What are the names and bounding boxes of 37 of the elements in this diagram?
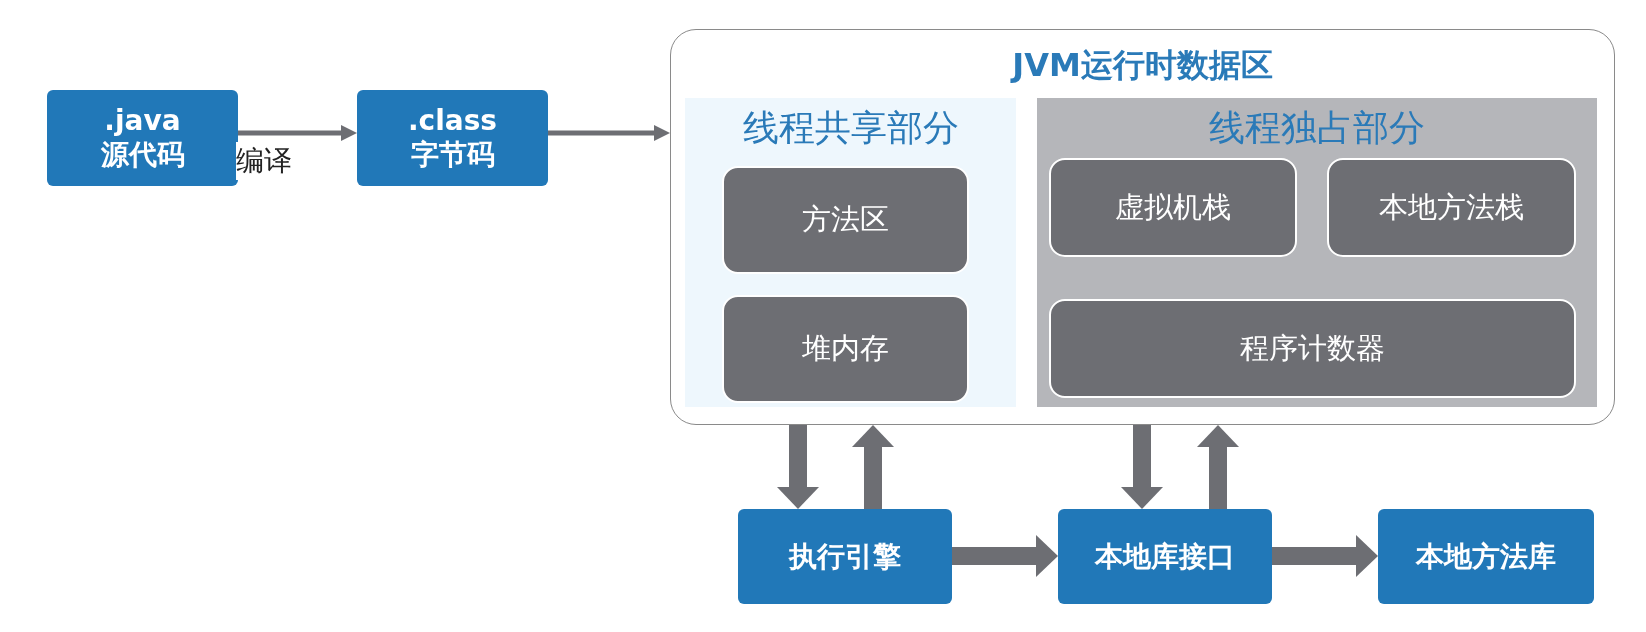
box-label: 堆内存 (802, 330, 889, 367)
box-label: 方法区 (802, 201, 889, 238)
box-label: 虚拟机栈 (1115, 188, 1231, 226)
process-box (47, 90, 238, 186)
memory-area-box (722, 295, 969, 403)
box-label: 执行引擎 (789, 539, 901, 574)
section-heading: 线程共享部分 (741, 106, 960, 150)
box-label: 源代码 (100, 138, 185, 172)
arrow (1121, 425, 1163, 509)
arrow (548, 125, 670, 141)
process-box (1378, 509, 1594, 604)
memory-area-box (1327, 158, 1576, 257)
box-label: 字节码 (410, 138, 495, 172)
section-panel (685, 98, 1016, 407)
box-label: 本地库接口 (1095, 539, 1235, 574)
panel-title: JVM运行时数据区 (1009, 45, 1274, 86)
box-label: .java (104, 104, 181, 138)
box-label: 本地方法库 (1416, 539, 1556, 574)
runtime-area-panel (670, 29, 1615, 425)
edge-label: 编译 (236, 142, 292, 180)
process-box (738, 509, 952, 604)
process-box (357, 90, 548, 186)
section-heading: 线程独占部分 (1208, 106, 1426, 150)
arrow (238, 125, 357, 141)
memory-area-box (1049, 158, 1297, 257)
section-panel (1037, 98, 1597, 407)
arrow (852, 425, 894, 509)
memory-area-box (1049, 299, 1576, 398)
arrow (1197, 425, 1239, 509)
memory-area-box (722, 166, 969, 274)
arrow (777, 425, 819, 509)
box-label: 本地方法栈 (1379, 188, 1524, 226)
arrow (952, 535, 1058, 577)
box-label: 程序计数器 (1240, 329, 1385, 367)
arrow (1272, 535, 1378, 577)
process-box (1058, 509, 1272, 604)
box-label: .class (407, 104, 498, 138)
